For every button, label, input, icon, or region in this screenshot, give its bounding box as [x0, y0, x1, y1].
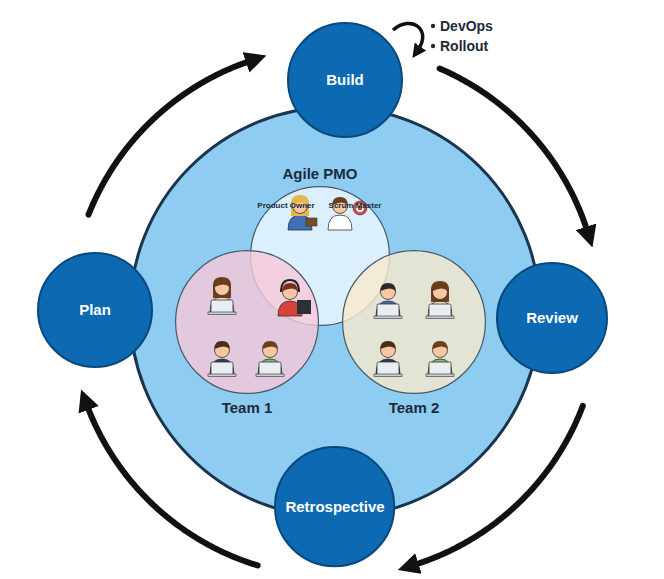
cycle-arrow [86, 404, 257, 566]
person-icon [426, 281, 454, 319]
phase-name: Plan [79, 301, 111, 318]
group-heading: Agile PMO [282, 165, 357, 182]
phase-circle [497, 263, 607, 373]
phase-circle [275, 447, 394, 566]
person-icon [374, 341, 402, 377]
person-icon [256, 341, 284, 377]
role-label: Scrum Master [329, 201, 382, 210]
team-label: Team 2 [389, 399, 440, 416]
briefcase-icon [306, 218, 317, 226]
team-circle: Team 1 [175, 250, 319, 394]
phase-name: Build [326, 71, 364, 88]
callout-note: DevOps [440, 18, 493, 34]
callout-note: Rollout [440, 38, 488, 54]
monitor-icon [297, 300, 311, 314]
team-circle-outline [342, 250, 486, 394]
person-icon [328, 197, 352, 230]
person-icon [208, 341, 236, 377]
phase-name: Review [526, 309, 578, 326]
phase-circle: Review [496, 262, 608, 374]
phase-circle: Retrospective [274, 446, 395, 567]
person-icon [374, 283, 402, 319]
bullet [431, 24, 435, 28]
loop-arrow [393, 23, 423, 50]
team-circle-outline [175, 250, 319, 394]
team-circle [343, 251, 486, 394]
phase-circle [288, 23, 402, 137]
cycle-arrow [412, 406, 583, 566]
person-icon [426, 341, 454, 377]
phase-circle: Plan [37, 252, 153, 368]
team-circle [176, 251, 319, 394]
role-label: Product Owner [257, 201, 314, 210]
phase-circle [38, 253, 152, 367]
team-label: Team 1 [222, 399, 273, 416]
cycle-arrow [89, 60, 253, 214]
team-circle: Team 2 [342, 250, 486, 394]
cycle-arrow [440, 69, 588, 233]
phase-circle: Build [287, 22, 403, 138]
bullet [431, 44, 435, 48]
person-icon [208, 277, 236, 315]
phase-name: Retrospective [285, 498, 384, 515]
target-icon [353, 201, 367, 215]
